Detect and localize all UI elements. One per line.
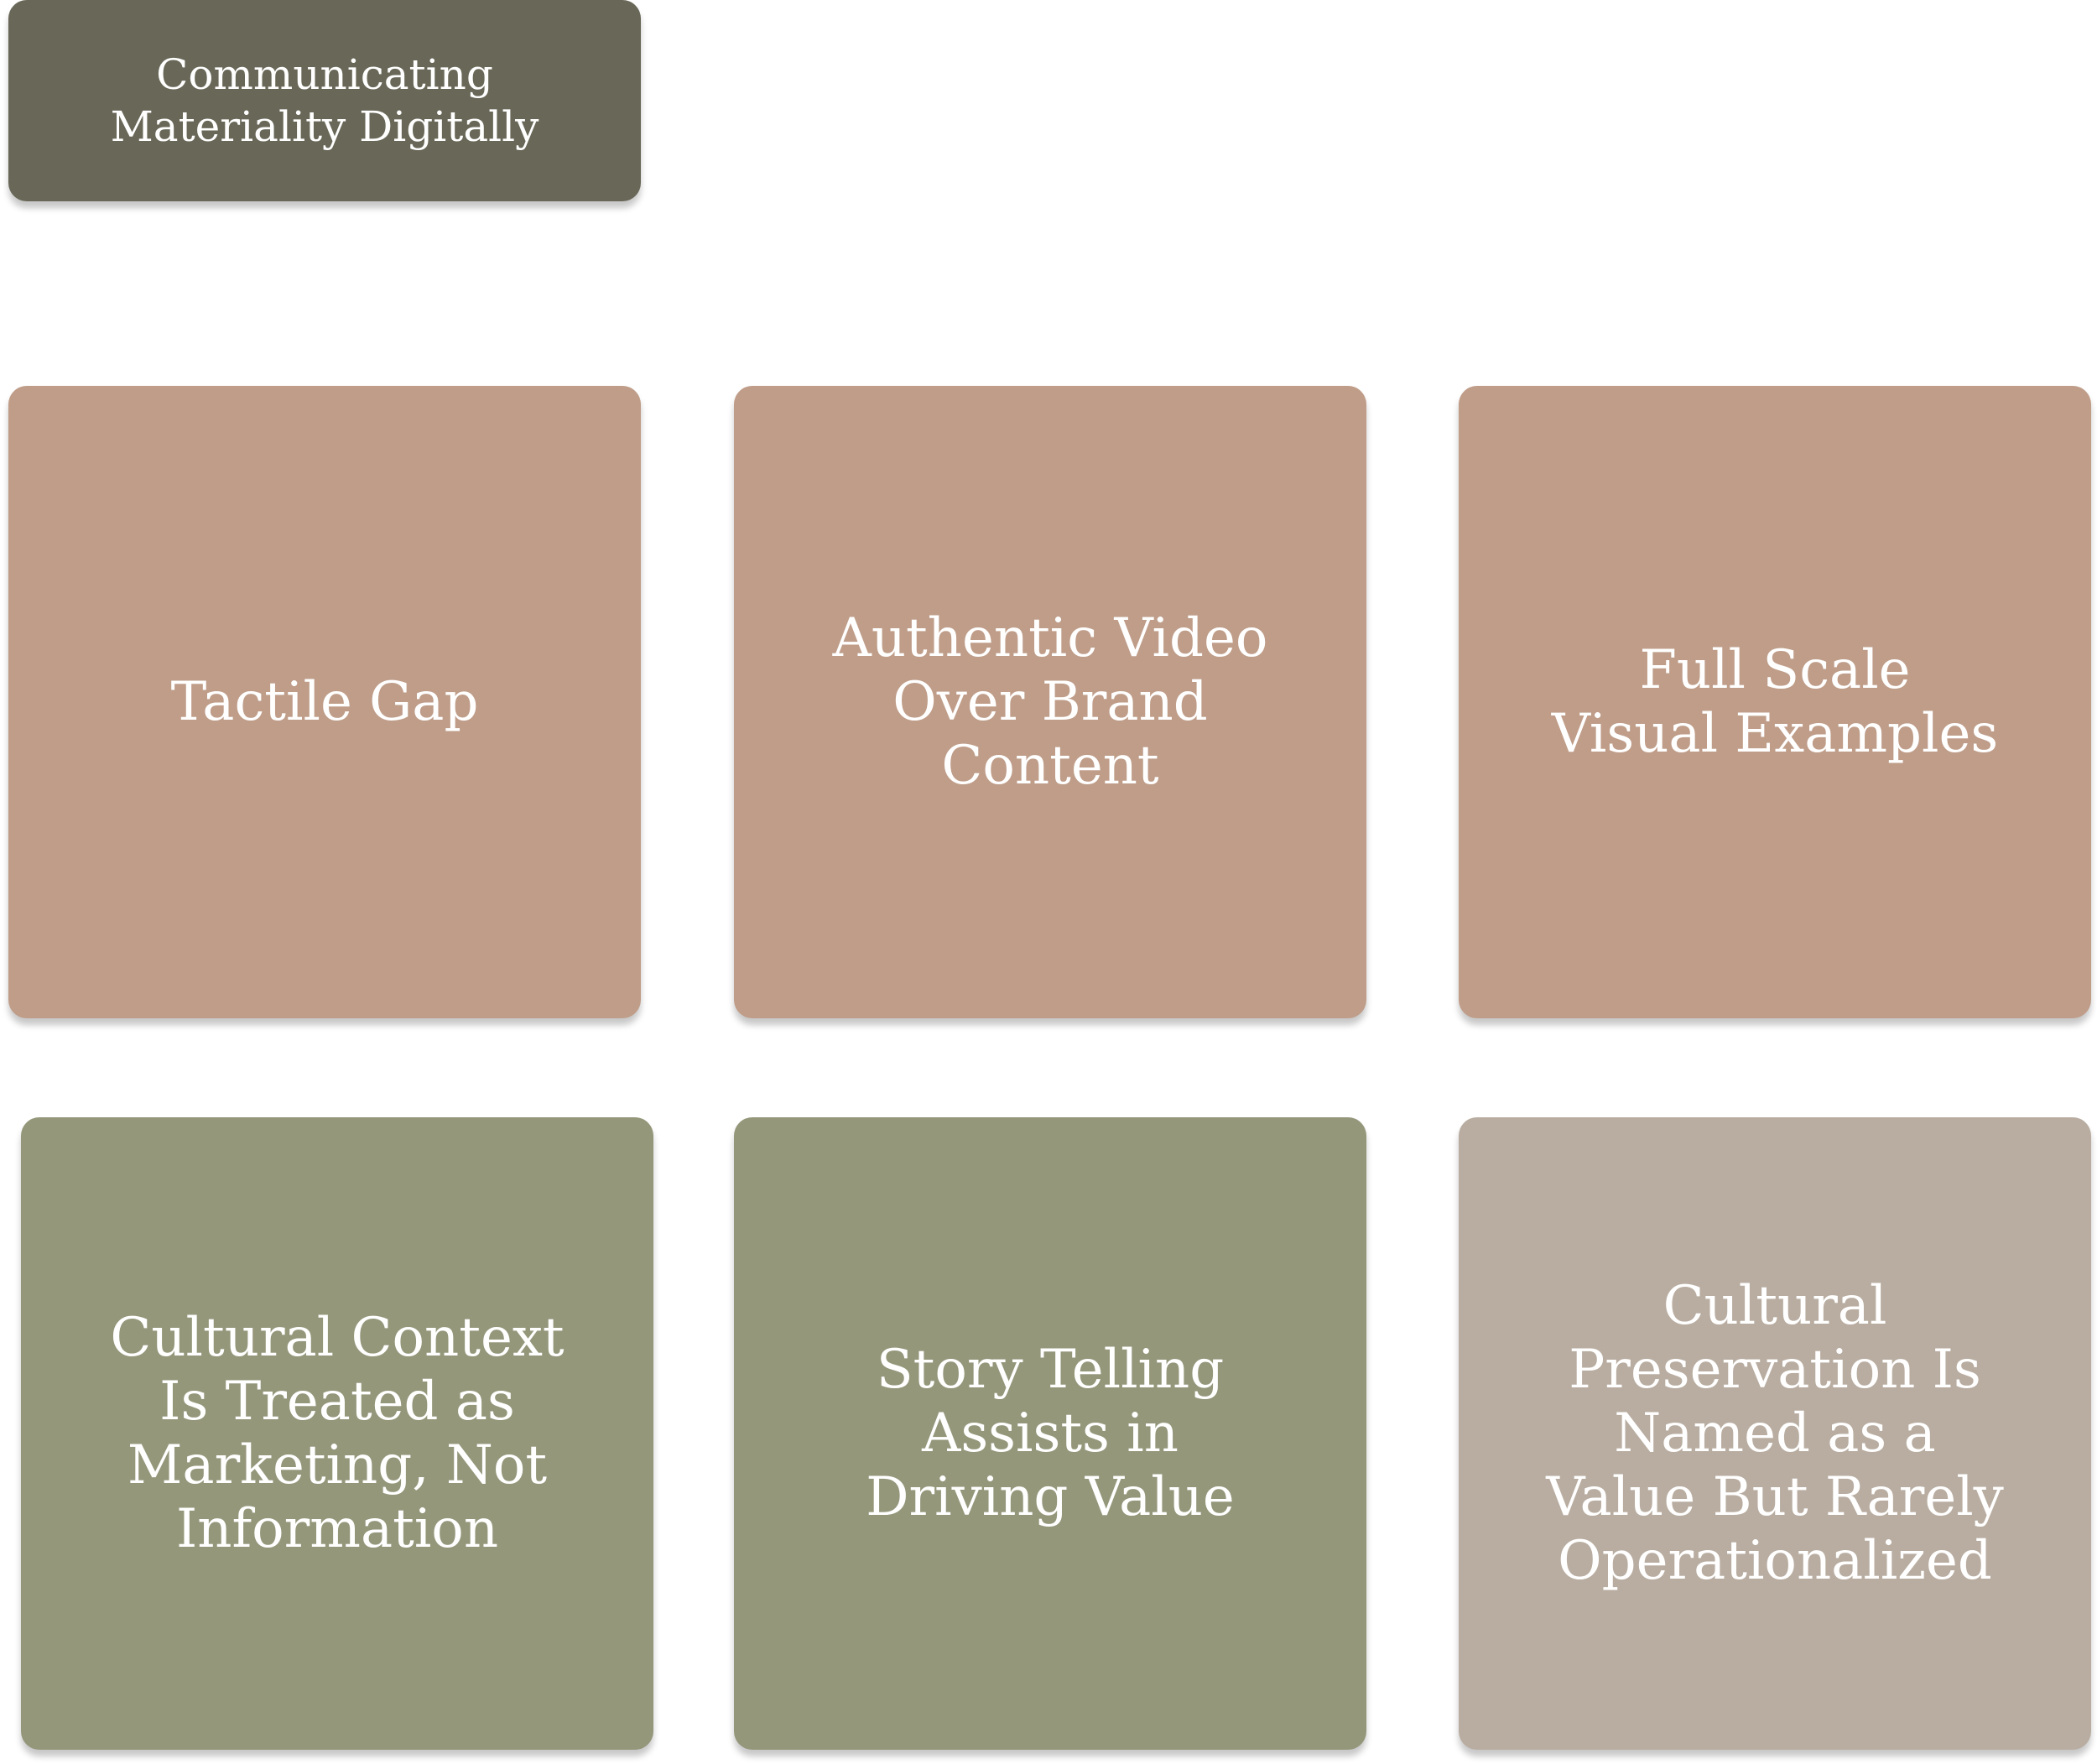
card-label: Tactile Gap <box>170 671 479 733</box>
card-story-telling: Story Telling Assists in Driving Value <box>734 1117 1366 1750</box>
card-label: Authentic Video Over Brand Content <box>832 607 1268 797</box>
card-label: Story Telling Assists in Driving Value <box>866 1339 1235 1528</box>
card-full-scale-visual: Full Scale Visual Examples <box>1459 386 2091 1018</box>
card-label: Cultural Preservation Is Named as a Valu… <box>1546 1275 2004 1592</box>
card-cultural-preservation: Cultural Preservation Is Named as a Valu… <box>1459 1117 2091 1750</box>
card-label: Full Scale Visual Examples <box>1551 639 1999 765</box>
card-label: Cultural Context Is Treated as Marketing… <box>110 1307 565 1560</box>
card-cultural-context: Cultural Context Is Treated as Marketing… <box>21 1117 653 1750</box>
card-tactile-gap: Tactile Gap <box>8 386 641 1018</box>
card-authentic-video: Authentic Video Over Brand Content <box>734 386 1366 1018</box>
header-card: Communicating Materiality Digitally <box>8 0 641 201</box>
header-title: Communicating Materiality Digitally <box>110 50 539 151</box>
